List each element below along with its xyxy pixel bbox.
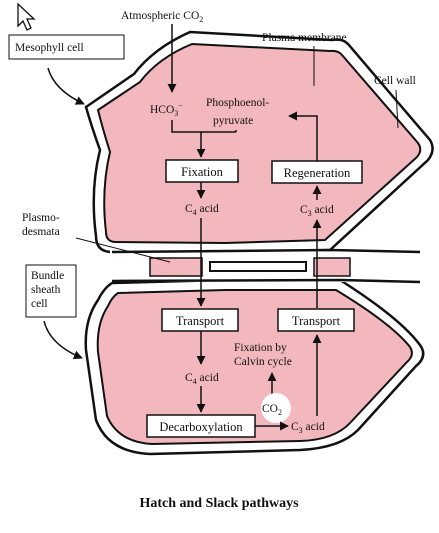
bundle-sheath-label-1: Bundle bbox=[31, 270, 64, 282]
hco3-to-fixation-arrow bbox=[171, 120, 206, 158]
calvin-label-2: Calvin cycle bbox=[234, 356, 292, 368]
co2-bubble: CO2 bbox=[261, 393, 291, 423]
svg-text:C4 acid: C4 acid bbox=[185, 372, 219, 386]
svg-text:Atmospheric CO2: Atmospheric CO2 bbox=[121, 10, 203, 24]
fixation-label: Fixation bbox=[181, 165, 223, 179]
decarboxylation-box: Decarboxylation bbox=[146, 414, 256, 438]
plasmodesma-channel-left bbox=[149, 257, 203, 277]
plasmodesmata-leader bbox=[75, 237, 171, 263]
c4-acid-label-bottom: C bbox=[185, 372, 193, 384]
plasmodesmata-bridge bbox=[110, 248, 421, 284]
regeneration-label: Regeneration bbox=[284, 166, 351, 180]
bundle-sheath-label-box: Bundle sheath cell bbox=[25, 264, 77, 318]
plasma-membrane-label: Plasma membrane bbox=[262, 32, 347, 44]
mesophyll-cytoplasm bbox=[96, 42, 422, 245]
mesophyll-label: Mesophyll cell bbox=[15, 42, 84, 54]
c3-acid-label-bottom: C bbox=[291, 421, 299, 433]
hco3-label: HCO bbox=[150, 104, 174, 116]
regeneration-to-pep-arrow bbox=[288, 111, 318, 161]
transport-box-left: Transport bbox=[161, 308, 239, 332]
bundle-sheath-label-2: sheath bbox=[31, 284, 61, 296]
mesophyll-label-box: Mesophyll cell bbox=[8, 34, 125, 60]
diagram-title: Hatch and Slack pathways bbox=[139, 496, 299, 511]
atmospheric-co2-label: Atmospheric CO bbox=[121, 10, 199, 22]
transport-right-label: Transport bbox=[292, 314, 341, 328]
svg-text:HCO3−: HCO3− bbox=[150, 101, 183, 118]
c4-acid-label-top: C bbox=[185, 203, 193, 215]
regeneration-box: Regeneration bbox=[271, 160, 363, 184]
mesophyll-pointer-arrow bbox=[47, 67, 85, 105]
atmospheric-co2-sub: 2 bbox=[199, 15, 203, 24]
co2-label: CO bbox=[262, 403, 278, 415]
calvin-label-1: Fixation by bbox=[234, 342, 287, 354]
svg-text:C3 acid: C3 acid bbox=[291, 421, 325, 435]
svg-text:C4 acid: C4 acid bbox=[185, 203, 219, 217]
svg-text:CO2: CO2 bbox=[262, 403, 282, 417]
transport-box-right: Transport bbox=[277, 308, 355, 332]
pep-label-1: Phosphoenol- bbox=[206, 97, 269, 109]
decarboxylation-label: Decarboxylation bbox=[159, 420, 243, 434]
plasmodesmata-label-1: Plasmo- bbox=[22, 212, 60, 224]
plasmodesmata-label-2: desmata bbox=[22, 226, 60, 238]
plasmodesma-channel-right bbox=[313, 257, 351, 277]
plasmodesma-channel-middle bbox=[209, 261, 307, 272]
pep-label-2: pyruvate bbox=[213, 115, 253, 127]
cell-wall-leader bbox=[395, 89, 399, 129]
c3-acid-label-top: C bbox=[300, 204, 308, 216]
svg-text:C3 acid: C3 acid bbox=[300, 204, 334, 218]
bundle-sheath-pointer-arrow bbox=[43, 320, 83, 360]
mouse-cursor-icon bbox=[17, 2, 36, 31]
cell-wall-label: Cell wall bbox=[374, 75, 416, 87]
mesophyll-cell bbox=[84, 30, 434, 255]
transport-left-label: Transport bbox=[176, 314, 225, 328]
bundle-sheath-label-3: cell bbox=[31, 298, 48, 310]
fixation-box: Fixation bbox=[165, 159, 239, 183]
